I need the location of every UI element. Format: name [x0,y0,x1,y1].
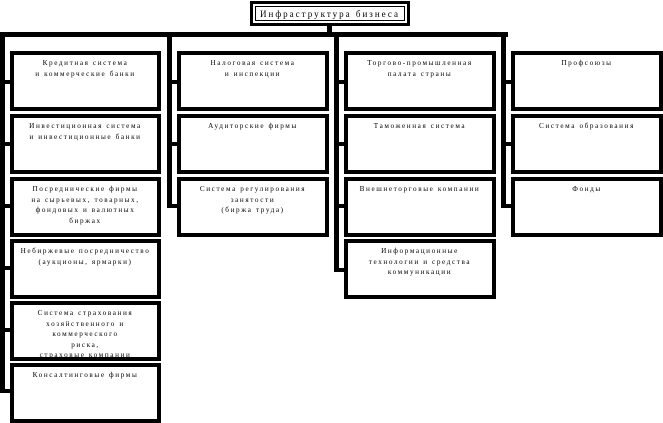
node-funds: Фонды [511,177,663,237]
node-tax-system: Налоговая система и инспекции [177,51,329,111]
col1-branch [0,142,12,146]
col2-branch [167,80,181,84]
node-customs-system: Таможенная система [344,114,496,174]
node-audit-firms: Аудиторские фирмы [177,114,329,174]
col2-branch [167,204,181,208]
col4-vertical-connector [501,32,506,208]
node-chamber-of-commerce: Торгово-промышленная палата страны [344,51,496,111]
col4-branch [501,142,515,146]
col1-branch [0,80,12,84]
node-education-system: Система образования [511,114,663,174]
top-horizontal-connector [0,32,508,37]
node-employment-regulation: Система регулирования занятости (биржа т… [177,177,329,237]
node-foreign-trade-companies: Внешнеторговые компании [344,177,496,237]
title-stem-line [327,26,332,35]
col1-branch [0,204,12,208]
col1-vertical-connector [0,32,5,392]
node-consulting-firms: Консалтинговые фирмы [10,363,161,423]
node-exchange-brokers: Посреднические фирмы на сырьевых, товарн… [10,177,161,237]
col2-vertical-connector [167,32,172,208]
diagram-title: Инфраструктура бизнеса [250,1,410,26]
col1-branch [0,266,12,270]
node-trade-unions: Профсоюзы [511,51,663,111]
col3-vertical-connector [334,32,339,272]
node-credit-system: Кредитная система и коммерческие банки [10,51,161,111]
node-non-exchange-brokerage: Небиржевые посредничество (аукционы, ярм… [10,239,161,299]
col2-branch [167,142,181,146]
node-information-technology: Информационные технологии и средства ком… [344,239,496,299]
col3-branch [334,268,348,272]
col1-branch [0,389,12,393]
col4-branch [501,204,515,208]
col3-branch [334,204,348,208]
col4-branch [501,80,515,84]
col3-branch [334,142,348,146]
col1-branch [0,328,12,332]
node-insurance-system: Система страхования хозяйственного и ком… [10,301,161,361]
node-investment-system: Инвестиционная система и инвестиционные … [10,114,161,174]
col3-branch [334,80,348,84]
